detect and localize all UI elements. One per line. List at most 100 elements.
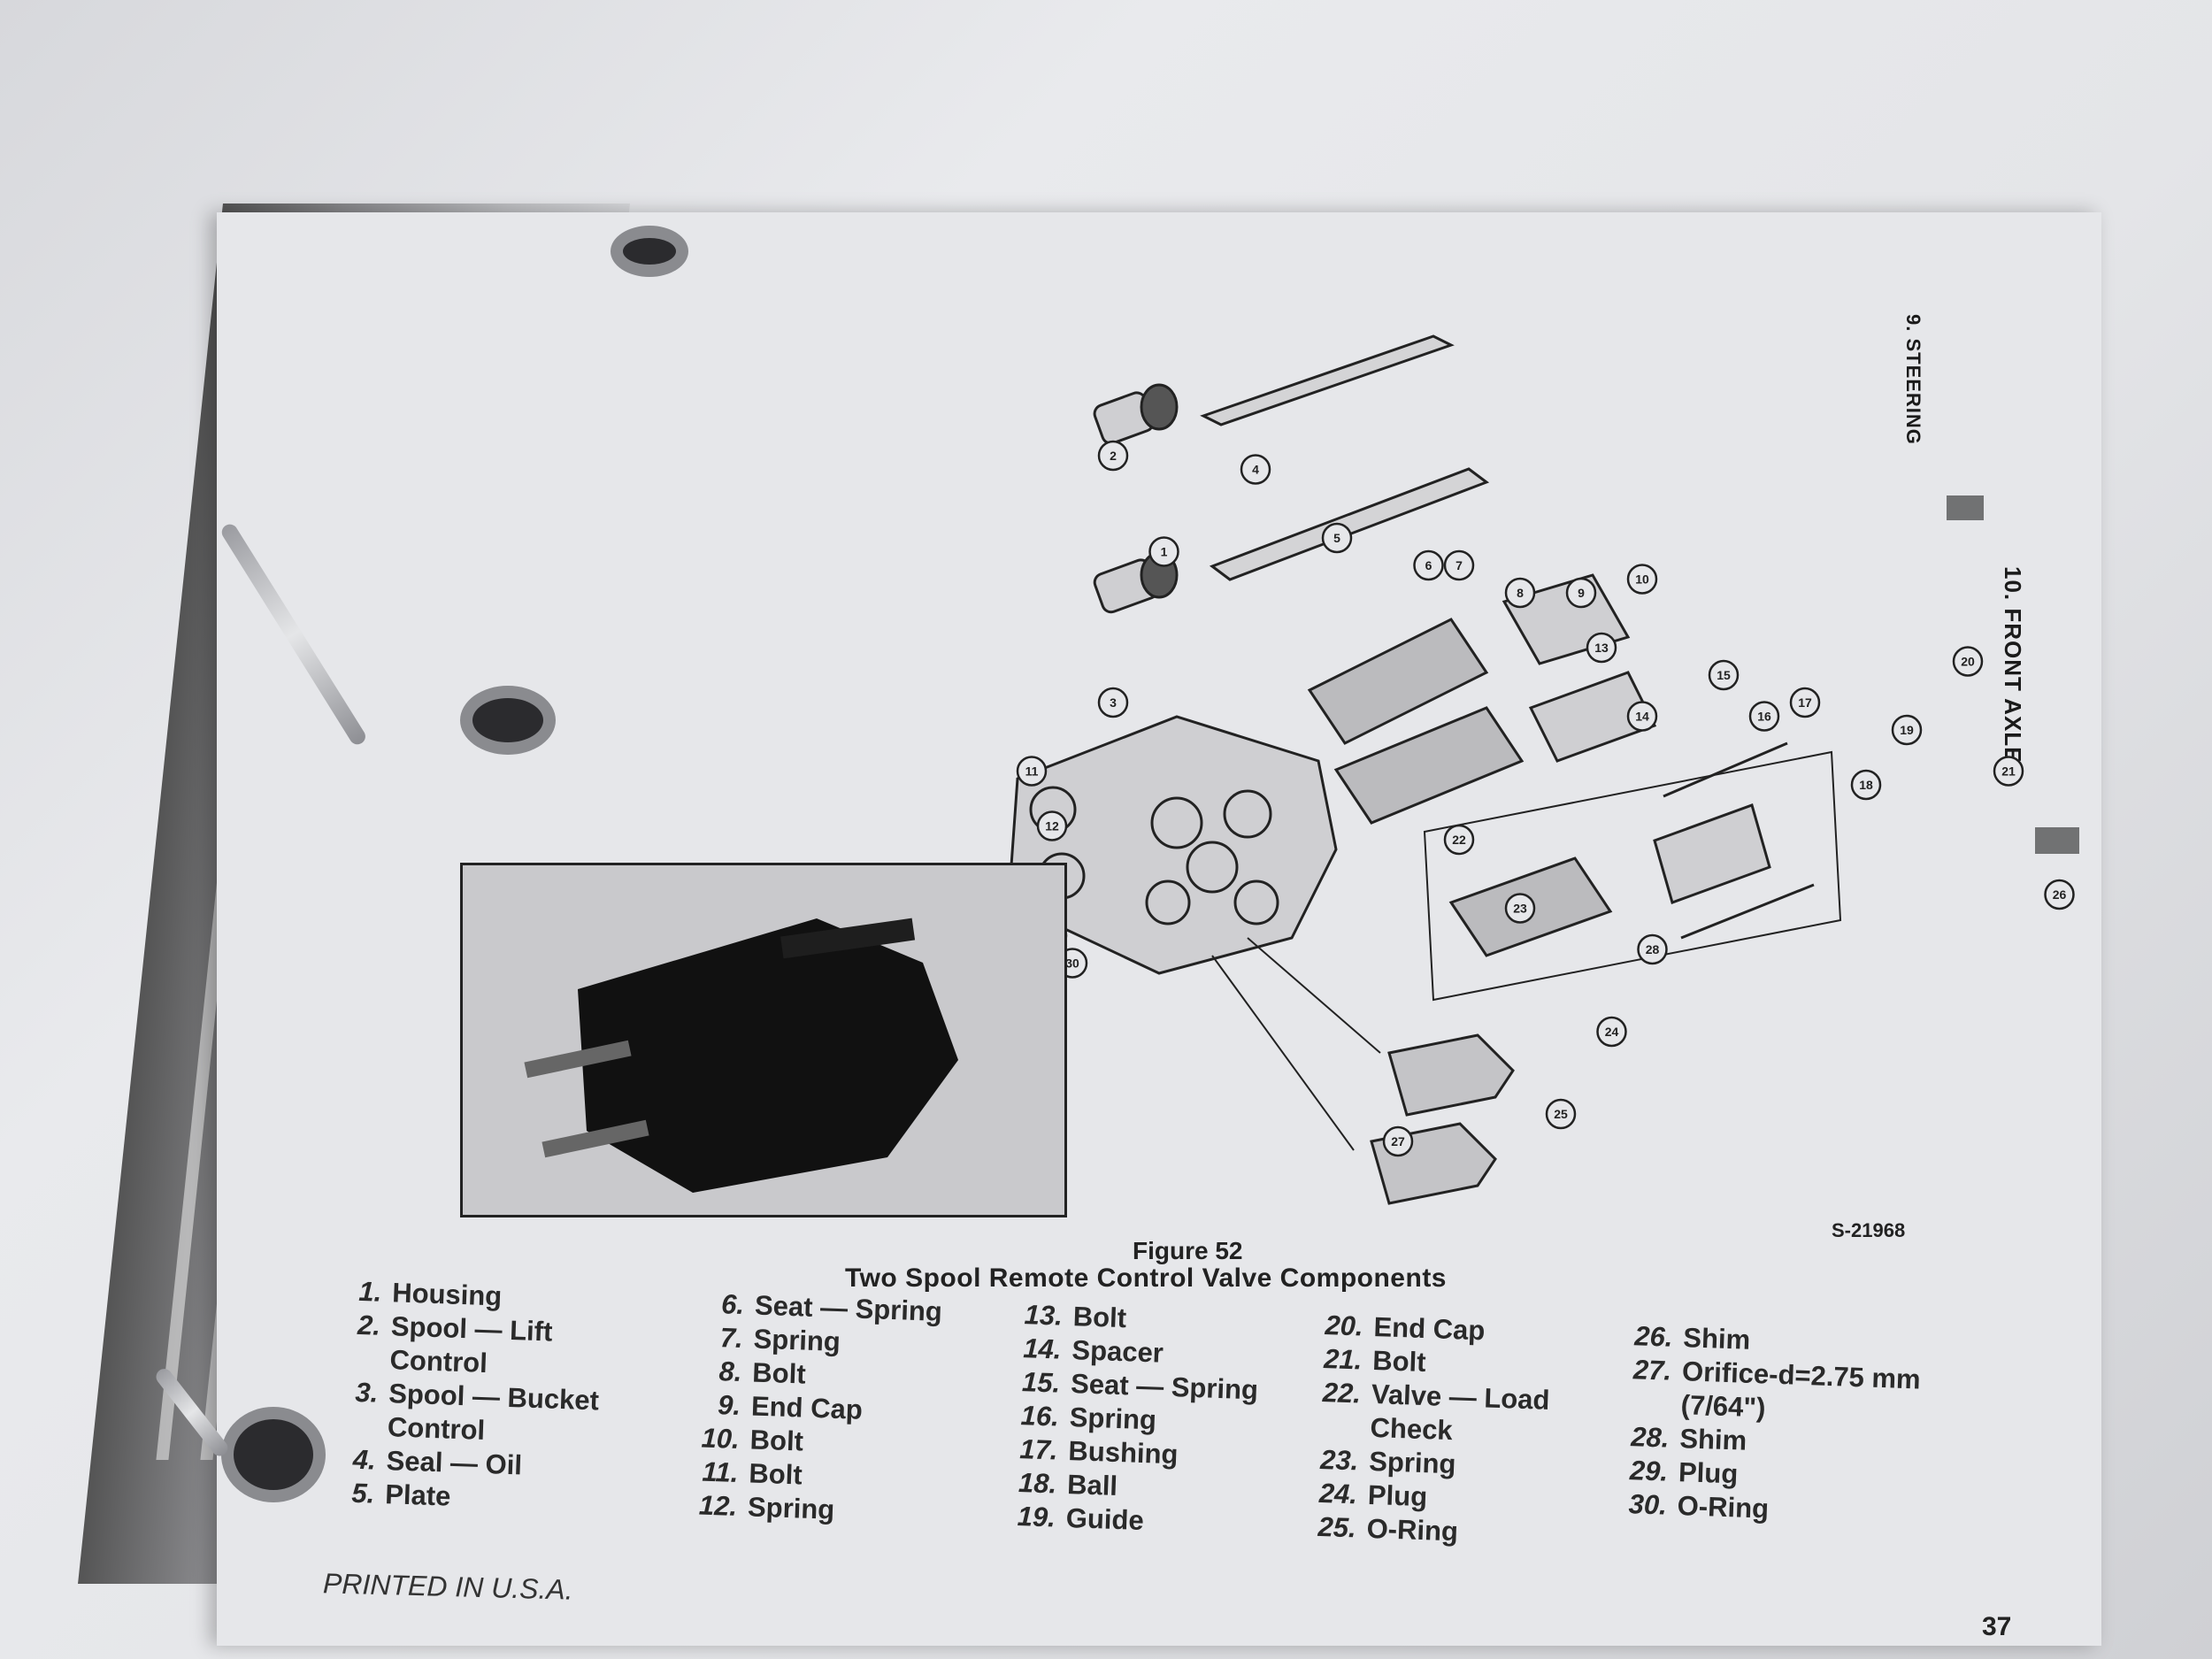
parts-legend: 1.Housing 2.Spool — Lift Control 3.Spool… — [326, 1274, 1999, 1632]
bolt — [1680, 883, 1815, 940]
callout-number: 11 — [1025, 764, 1039, 779]
callout-bubble — [1637, 933, 1668, 965]
callout-bubble — [1586, 632, 1617, 664]
callout-number: 14 — [1635, 710, 1649, 724]
callout-bubble — [1016, 756, 1048, 787]
callout-bubble — [1545, 1098, 1577, 1130]
callout-bubble — [1596, 1016, 1627, 1048]
housing-port — [1145, 879, 1191, 926]
callout-bubble — [1626, 701, 1658, 732]
legend-item: 3.Spool — Bucket Control — [354, 1376, 600, 1446]
callout-bubble — [1504, 893, 1536, 924]
leader-line — [1211, 955, 1355, 1151]
section-tab-marker — [1947, 495, 1984, 520]
housing-port — [1223, 789, 1272, 839]
callout-bubble — [1891, 714, 1923, 746]
binder-ring-bottom — [221, 1407, 326, 1502]
oil-seal — [1140, 383, 1179, 431]
binder-ring-top — [611, 226, 688, 277]
callout-bubble — [1382, 1125, 1414, 1157]
callout-number: 24 — [1605, 1025, 1619, 1039]
load-check-valve-upper — [1387, 1033, 1515, 1117]
callout-bubble — [1097, 440, 1129, 472]
callout-bubble — [1321, 522, 1353, 554]
spacer — [1528, 671, 1657, 763]
callout-number: 26 — [2053, 887, 2067, 902]
callout-number: 27 — [1391, 1134, 1405, 1148]
callout-number: 8 — [1517, 586, 1524, 600]
callout-number: 25 — [1554, 1107, 1568, 1121]
callout-bubble — [1565, 577, 1597, 609]
spring-assembly-middle — [1333, 706, 1525, 825]
callout-bubble — [1148, 536, 1179, 567]
callout-bubble — [2044, 879, 2075, 910]
callout-number: 22 — [1452, 833, 1466, 847]
callout-number: 2 — [1110, 449, 1117, 463]
legend-item: 22.Valve — Load Check — [1322, 1377, 1551, 1447]
spool-lift-control — [1200, 334, 1455, 426]
figure-title: Two Spool Remote Control Valve Component… — [845, 1263, 1447, 1293]
callout-bubble — [1708, 659, 1740, 691]
legend-column-3: 13.Bolt 14.Spacer 15.Seat — Spring 16.Sp… — [1009, 1298, 1261, 1541]
callout-bubble — [1748, 701, 1780, 732]
callout-bubble — [1443, 549, 1475, 581]
section-tab-marker — [2035, 827, 2079, 854]
callout-bubble — [1413, 549, 1444, 581]
legend-column-1: 1.Housing 2.Spool — Lift Control 3.Spool… — [328, 1274, 603, 1518]
callout-bubble — [1993, 756, 2024, 787]
callout-number: 19 — [1900, 723, 1914, 737]
printed-in-usa: PRINTED IN U.S.A. — [322, 1567, 574, 1606]
housing-port — [1233, 879, 1279, 926]
legend-column-5: 26.Shim 27.Orifice-d=2.75 mm (7/64") 28.… — [1620, 1319, 1922, 1532]
binder-ring-middle — [460, 686, 556, 755]
leader-line — [1247, 937, 1381, 1054]
spool-bucket-control — [1209, 467, 1490, 581]
callout-number: 10 — [1635, 572, 1649, 587]
bolt — [1663, 741, 1788, 798]
housing-port — [1186, 841, 1239, 894]
callout-number: 9 — [1578, 586, 1585, 600]
callout-number: 7 — [1455, 558, 1463, 572]
page-number: 37 — [1982, 1612, 2012, 1641]
callout-bubble — [1850, 769, 1882, 801]
valve-photo-image — [524, 918, 958, 1193]
housing-port — [1150, 796, 1203, 849]
end-cap-lower — [1653, 803, 1771, 904]
callout-bubble — [1504, 577, 1536, 609]
callout-bubble — [1789, 687, 1821, 718]
callout-number: 21 — [2001, 764, 2016, 779]
callout-number: 28 — [1646, 942, 1660, 956]
callout-bubble — [1626, 564, 1658, 595]
callout-number: 12 — [1045, 819, 1059, 833]
callout-number: 4 — [1252, 463, 1259, 477]
callout-number: 23 — [1513, 902, 1527, 916]
legend-column-2: 6.Seat — Spring 7.Spring 8.Bolt 9.End Ca… — [690, 1286, 942, 1530]
callout-number: 18 — [1859, 778, 1873, 792]
exploded-group-outline — [1423, 750, 1842, 1002]
callout-bubble — [1036, 810, 1068, 841]
callout-number: 15 — [1717, 668, 1731, 682]
callout-number: 16 — [1757, 710, 1771, 724]
callout-bubble — [1952, 646, 1984, 677]
callout-bubble — [1240, 454, 1271, 485]
callout-number: 5 — [1333, 531, 1340, 545]
valve-photograph — [460, 863, 1067, 1217]
legend-item: 25.O-Ring — [1317, 1510, 1459, 1548]
spring-assembly-upper — [1307, 618, 1489, 745]
figure-number: Figure 52 — [1133, 1237, 1243, 1264]
callout-number: 30 — [1065, 956, 1079, 971]
callout-number: 20 — [1961, 655, 1975, 669]
legend-column-4: 20.End Cap 21.Bolt 22.Valve — Load Check… — [1310, 1309, 1553, 1552]
callout-number: 13 — [1594, 641, 1609, 655]
legend-item: 27.Orifice-d=2.75 mm (7/64") — [1632, 1354, 1922, 1424]
callout-number: 6 — [1425, 558, 1432, 572]
callout-bubble — [1443, 824, 1475, 856]
callout-number: 17 — [1798, 695, 1812, 710]
callout-number: 1 — [1161, 545, 1168, 559]
legend-item: 2.Spool — Lift Control — [357, 1309, 554, 1379]
figure-code: S-21968 — [1832, 1219, 1906, 1241]
callout-bubble — [1097, 687, 1129, 718]
callout-number: 3 — [1110, 695, 1117, 710]
